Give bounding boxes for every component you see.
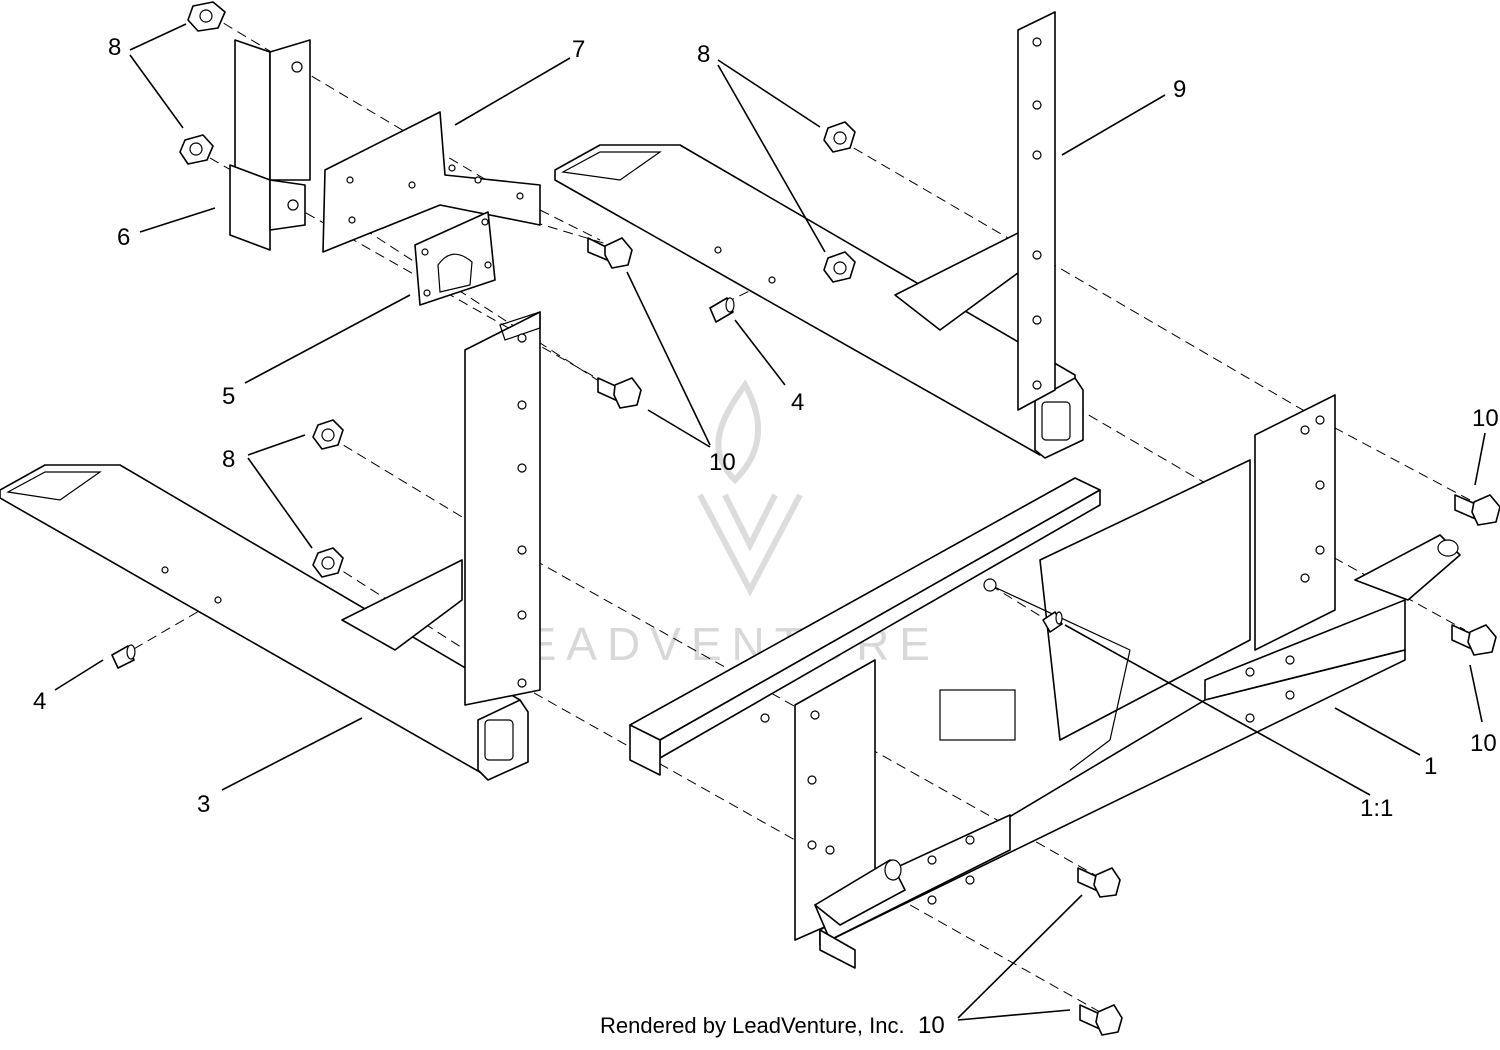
part-8-nut-mid-left-2	[312, 547, 344, 578]
part-10-bolt-upper-2	[597, 377, 642, 409]
part-10-bolt-right-2	[1451, 624, 1497, 656]
part-8-nut-upper-right-1	[823, 121, 856, 153]
part-10-bolt-upper-1	[587, 237, 633, 269]
callout-8-mid-left: 8	[222, 446, 235, 473]
part-1-1-pin	[1042, 611, 1063, 633]
part-8-nut-upper-right-2	[823, 251, 856, 283]
leader-lines	[54, 23, 1486, 1021]
part-5-plate	[414, 211, 496, 306]
callout-10-right-upper: 10	[1472, 405, 1499, 432]
callout-1-1: 1:1	[1360, 795, 1393, 822]
callout-3: 3	[197, 791, 210, 818]
part-4-pin-lower	[111, 644, 136, 669]
part-10-bolt-right-1	[1454, 494, 1500, 526]
callout-10-right-lower: 10	[1470, 730, 1497, 757]
part-8-nut-top-left	[187, 1, 226, 32]
callout-8-top-middle: 8	[697, 41, 710, 68]
credit-text: Rendered by LeadVenture, Inc.	[600, 1013, 905, 1038]
callout-10-bottom: 10	[918, 1012, 945, 1039]
callout-5: 5	[222, 383, 235, 410]
part-1-main-frame	[629, 394, 1461, 969]
callout-4-upper: 4	[791, 389, 804, 416]
callout-6: 6	[117, 224, 130, 251]
callout-7: 7	[572, 36, 585, 63]
part-8-nut-left	[179, 134, 214, 165]
callout-labels: 8 7 8 9 6 5 4 10 10 8 4 3 1 1:1 10 10	[33, 34, 1499, 1039]
part-8-nut-mid-left-1	[312, 419, 344, 450]
part-4-pin-upper	[709, 297, 735, 323]
callout-10-middle: 10	[709, 449, 736, 476]
callout-9: 9	[1173, 76, 1186, 103]
callout-1: 1	[1424, 753, 1437, 780]
part-10-bolt-lower-2	[1079, 1004, 1123, 1036]
callout-8-top-left: 8	[108, 34, 121, 61]
callout-4-lower: 4	[33, 688, 46, 715]
upper-right-tube	[554, 144, 1084, 459]
part-9-vertical-bar	[1017, 11, 1056, 411]
part-10-bolt-lower-1	[1077, 867, 1121, 898]
part-7-plate	[322, 111, 541, 253]
left-vertical-bar	[464, 311, 541, 706]
part-3-left-tube	[0, 464, 529, 781]
part-6-bracket	[229, 39, 311, 251]
